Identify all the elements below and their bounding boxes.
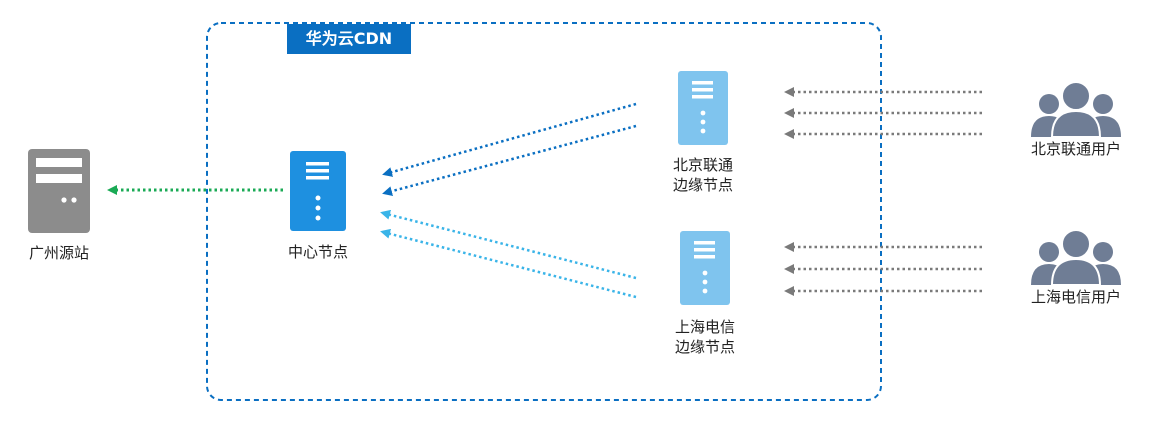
arrow-shanghai-edge-to-center-2 [380,228,637,299]
center-node-label: 中心节点 [287,243,348,261]
shanghai-users-label: 上海电信用户 [1030,288,1121,306]
shanghai-edge-label-line1: 上海电信 [674,318,735,336]
origin-label: 广州源站 [28,244,89,262]
arrow-shanghai-edge-to-center-1 [380,209,637,280]
shanghai-edge-label-line2: 边缘节点 [674,338,735,356]
beijing-edge-label-line2: 边缘节点 [672,176,733,194]
beijing-edge-server-icon [678,71,728,145]
origin-server-icon [28,149,90,233]
beijing-users-icon [1031,81,1121,138]
cdn-title: 华为云CDN [287,24,411,54]
beijing-edge-label-line1: 北京联通 [672,156,733,174]
shanghai-users-icon [1031,229,1121,286]
beijing-users-label: 北京联通用户 [1030,140,1121,158]
cdn-boundary [206,22,882,401]
center-node-server-icon [290,151,346,231]
arrow-beijing-edge-to-center-2 [382,124,637,197]
arrow-beijing-edge-to-center-1 [382,102,637,177]
shanghai-edge-server-icon [680,231,730,305]
